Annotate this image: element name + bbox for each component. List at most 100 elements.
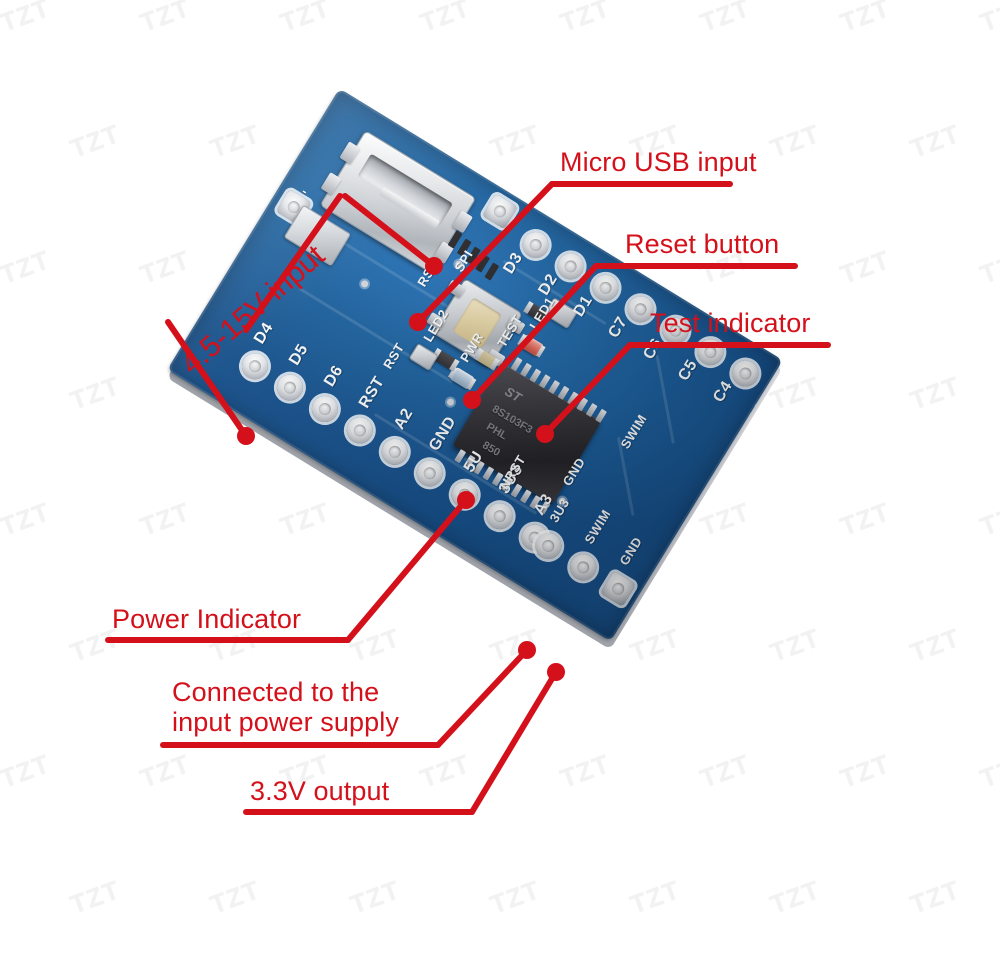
pad-hole [772,386,783,404]
pin-pad-bottom-3U3-7[interactable] [481,498,518,535]
silk-label-gnd: GND [616,534,646,568]
mcu-pin [510,356,523,372]
silk-label-c7: C7 [605,313,632,342]
pad-hole [386,443,404,461]
watermark-tile: TZT [136,244,195,290]
pad-hole [527,236,544,254]
pad-hole [351,422,369,439]
pad-hole [562,258,579,275]
usb-pin [484,262,500,281]
pad-hole [456,486,473,503]
leader-inputpower-diagonal [435,647,530,748]
watermark-tile: TZT [556,748,615,794]
silk-label-c5: C5 [675,356,701,384]
leader-33v-diagonal [469,669,559,815]
silk-label-gnd: GND [425,413,460,455]
watermark-tile: TZT [0,748,55,794]
test-indicator-led [519,334,544,357]
watermark-tile: TZT [346,874,405,920]
pcb-trace [655,354,675,444]
silk-label-swim: SWIM [617,411,650,452]
watermark-tile: TZT [416,748,475,794]
pad-hole [597,279,614,297]
watermark-tile: TZT [836,748,895,794]
mcu-pin [548,379,561,395]
watermark-tile: TZT [0,244,55,290]
watermark-tile: TZT [906,874,965,920]
watermark-tile: TZT [66,118,125,164]
mcu-pin [520,362,532,377]
label-reset-button: Reset button [625,229,780,259]
watermark-tile: TZT [696,748,755,794]
watermark-tile: TZT [766,622,825,668]
pin-pad-bottom-A2-4[interactable] [376,434,413,470]
chip-marking-line2: PHL [484,420,510,443]
watermark-tile: TZT [276,496,335,542]
watermark-tile: TZT [836,0,895,38]
watermark-tile: TZT [906,118,965,164]
mcu-pin [519,489,532,504]
watermark-tile: TZT [206,118,265,164]
pin-pad-bottom-RST-3[interactable] [341,412,378,449]
watermark-tile: TZT [626,874,685,920]
watermark-tile: TZT [136,496,195,542]
watermark-tile: TZT [206,874,265,920]
watermark-tile: TZT [836,496,895,542]
silk-label-swim: SWIM [581,506,614,547]
pin-pad-right-SWIM-1[interactable] [565,549,602,586]
pad-hole [540,537,557,555]
label-micro-usb-input: Micro USB input [560,147,757,177]
label-test-indicator: Test indicator [650,308,811,338]
watermark-tile: TZT [136,0,195,38]
stm8s-microcontroller: ST 8S103F3 PHL 850 [452,362,602,505]
mcu-pin [538,374,551,389]
watermark-tile: TZT [346,622,405,668]
watermark-tile: TZT [0,0,55,38]
pad-hole [281,379,299,396]
watermark-tile: TZT [976,244,1000,290]
label-connected-input-power-line2: input power supply [172,707,399,738]
silk-label-rst: RST [355,373,388,412]
silk-label-rst: RST [380,340,408,372]
watermark-tile: TZT [416,0,475,38]
pin-pad-bottom-D6-2[interactable] [306,391,343,427]
pin-pad-bottom-5U-6[interactable] [446,476,483,513]
watermark-tile: TZT [66,874,125,920]
label-33v-output: 3.3V output [250,776,390,806]
pad-hole [316,400,334,418]
pad-hole [609,580,627,598]
pin-pad-right-GND-2[interactable] [600,570,637,607]
pad-hole [702,343,719,361]
pad-hole [574,559,592,576]
mcu-pin [529,368,542,383]
watermark-tile: TZT [136,748,195,794]
pad-hole [421,465,438,482]
pad-hole [737,365,754,382]
watermark-tile: TZT [66,370,125,416]
mcu-pin [482,466,495,481]
pin-pad-bottom-GND-5[interactable] [411,455,448,492]
via [359,279,370,289]
pad-hole [491,507,508,525]
mcu-pin [595,408,607,423]
watermark-tile: TZT [906,622,965,668]
mcu-pin [566,391,579,406]
dot-33v-output [547,663,565,681]
watermark-tile: TZT [486,874,545,920]
smd-component [408,343,439,371]
mcu-pin [557,385,570,400]
watermark-tile: TZT [0,496,55,542]
silk-label-d6: D6 [321,362,347,390]
pin-pad-bottom-D4-0[interactable] [237,348,273,385]
label-power-indicator: Power Indicator [112,604,302,634]
power-pad-plus[interactable] [482,193,518,230]
label-connected-input-power-line1: Connected to the [172,677,380,707]
watermark-tile: TZT [976,748,1000,794]
silk-label-c4: C4 [710,378,736,406]
silk-label-c6: C6 [640,335,666,363]
st-logo: ST [502,383,525,405]
pin-pad-bottom-D5-1[interactable] [272,369,308,406]
watermark-tile: TZT [486,622,545,668]
watermark-tile: TZT [696,496,755,542]
